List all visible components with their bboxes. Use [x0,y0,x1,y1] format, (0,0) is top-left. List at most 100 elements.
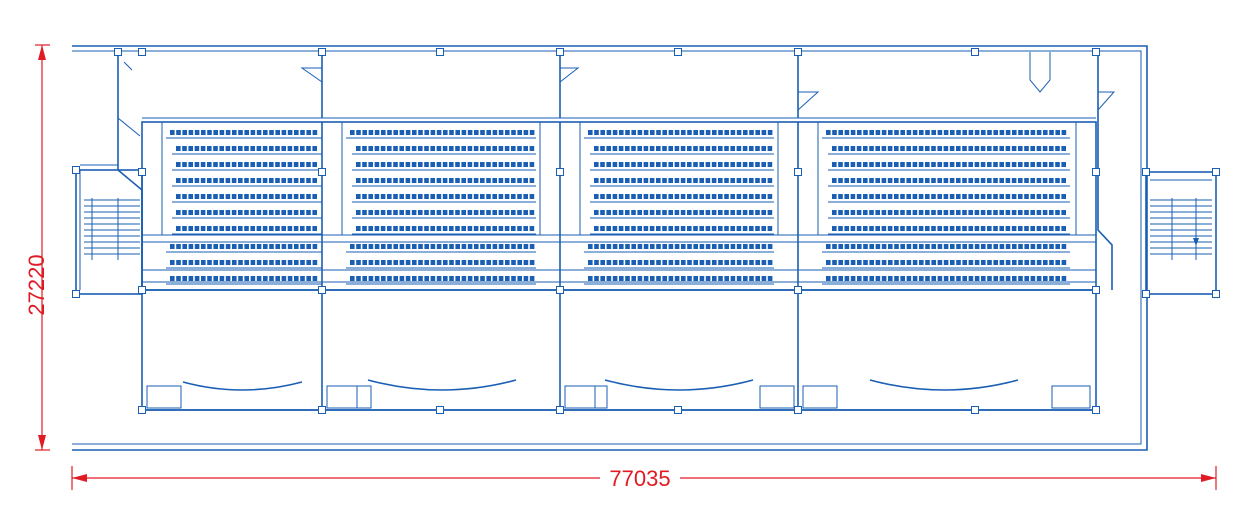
seat [869,146,874,151]
seat [850,260,856,265]
seat [856,210,862,215]
seat [943,162,949,167]
seat [680,194,686,199]
seat [231,210,237,215]
seat [900,276,905,281]
seat [492,244,498,249]
seat [680,178,686,183]
seat [350,130,355,135]
seat [387,146,392,151]
seat [194,194,200,199]
seat [943,178,949,183]
height-dimension: 27220 [24,44,50,451]
seat [182,194,187,199]
seat [736,276,742,281]
seat [486,162,491,167]
seat [1018,226,1023,231]
seat-row [590,162,774,171]
seat [1005,226,1011,231]
seat [900,178,905,183]
seat-row [822,130,1070,139]
seat [981,276,986,281]
seat [517,276,522,281]
seat [244,194,249,199]
seat [523,146,528,151]
column [318,48,326,56]
seat [405,244,411,249]
column [971,406,979,414]
seat [511,162,516,167]
seat [498,260,504,265]
seat [968,276,974,281]
seat [712,244,717,249]
seat [875,146,880,151]
seat [606,276,612,281]
seat [356,130,361,135]
seat [312,244,318,249]
seat [467,130,473,135]
seat [869,162,874,167]
seat [918,162,924,167]
seat [699,178,704,183]
seat [869,194,874,199]
seat [287,194,293,199]
seat [368,146,373,151]
seat [312,226,317,231]
seat [275,276,280,281]
seat [225,194,231,199]
seat [699,130,705,135]
seat [232,130,237,135]
seat [231,146,237,151]
seat [900,162,905,167]
seat [418,244,423,249]
seat [405,226,411,231]
height-dimension-label: 27220 [24,254,49,315]
seat [511,210,516,215]
seat [511,244,516,249]
seat [736,146,742,151]
seat [668,210,673,215]
seat [418,130,423,135]
seat [436,244,442,249]
seat [742,146,748,151]
seat [219,226,224,231]
seat [705,244,711,249]
column [1092,286,1100,294]
seat [1030,244,1036,249]
seat [718,260,723,265]
seat [906,210,911,215]
seat [838,146,843,151]
seat [656,260,661,265]
seat [213,226,218,231]
seat [668,244,674,249]
seat [699,226,704,231]
seat [900,130,905,135]
seat [974,244,980,249]
seat [263,130,268,135]
column [72,290,80,298]
seat-row [352,178,536,187]
seat [668,226,673,231]
seat [962,130,967,135]
seat [455,130,460,135]
seat [906,146,911,151]
seat [844,210,849,215]
column [72,166,80,174]
seat [743,260,748,265]
seat [712,276,717,281]
seat [430,194,435,199]
seat [900,226,905,231]
seat [269,146,274,151]
seat [250,130,256,135]
seat [618,178,624,183]
seat [194,210,200,215]
seat [1011,194,1017,199]
seat [256,260,262,265]
seat [1036,226,1042,231]
seat [368,260,374,265]
seat [176,162,181,167]
seat [887,226,893,231]
right-stairwell [1145,171,1217,295]
seat [993,210,998,215]
seat [418,146,423,151]
